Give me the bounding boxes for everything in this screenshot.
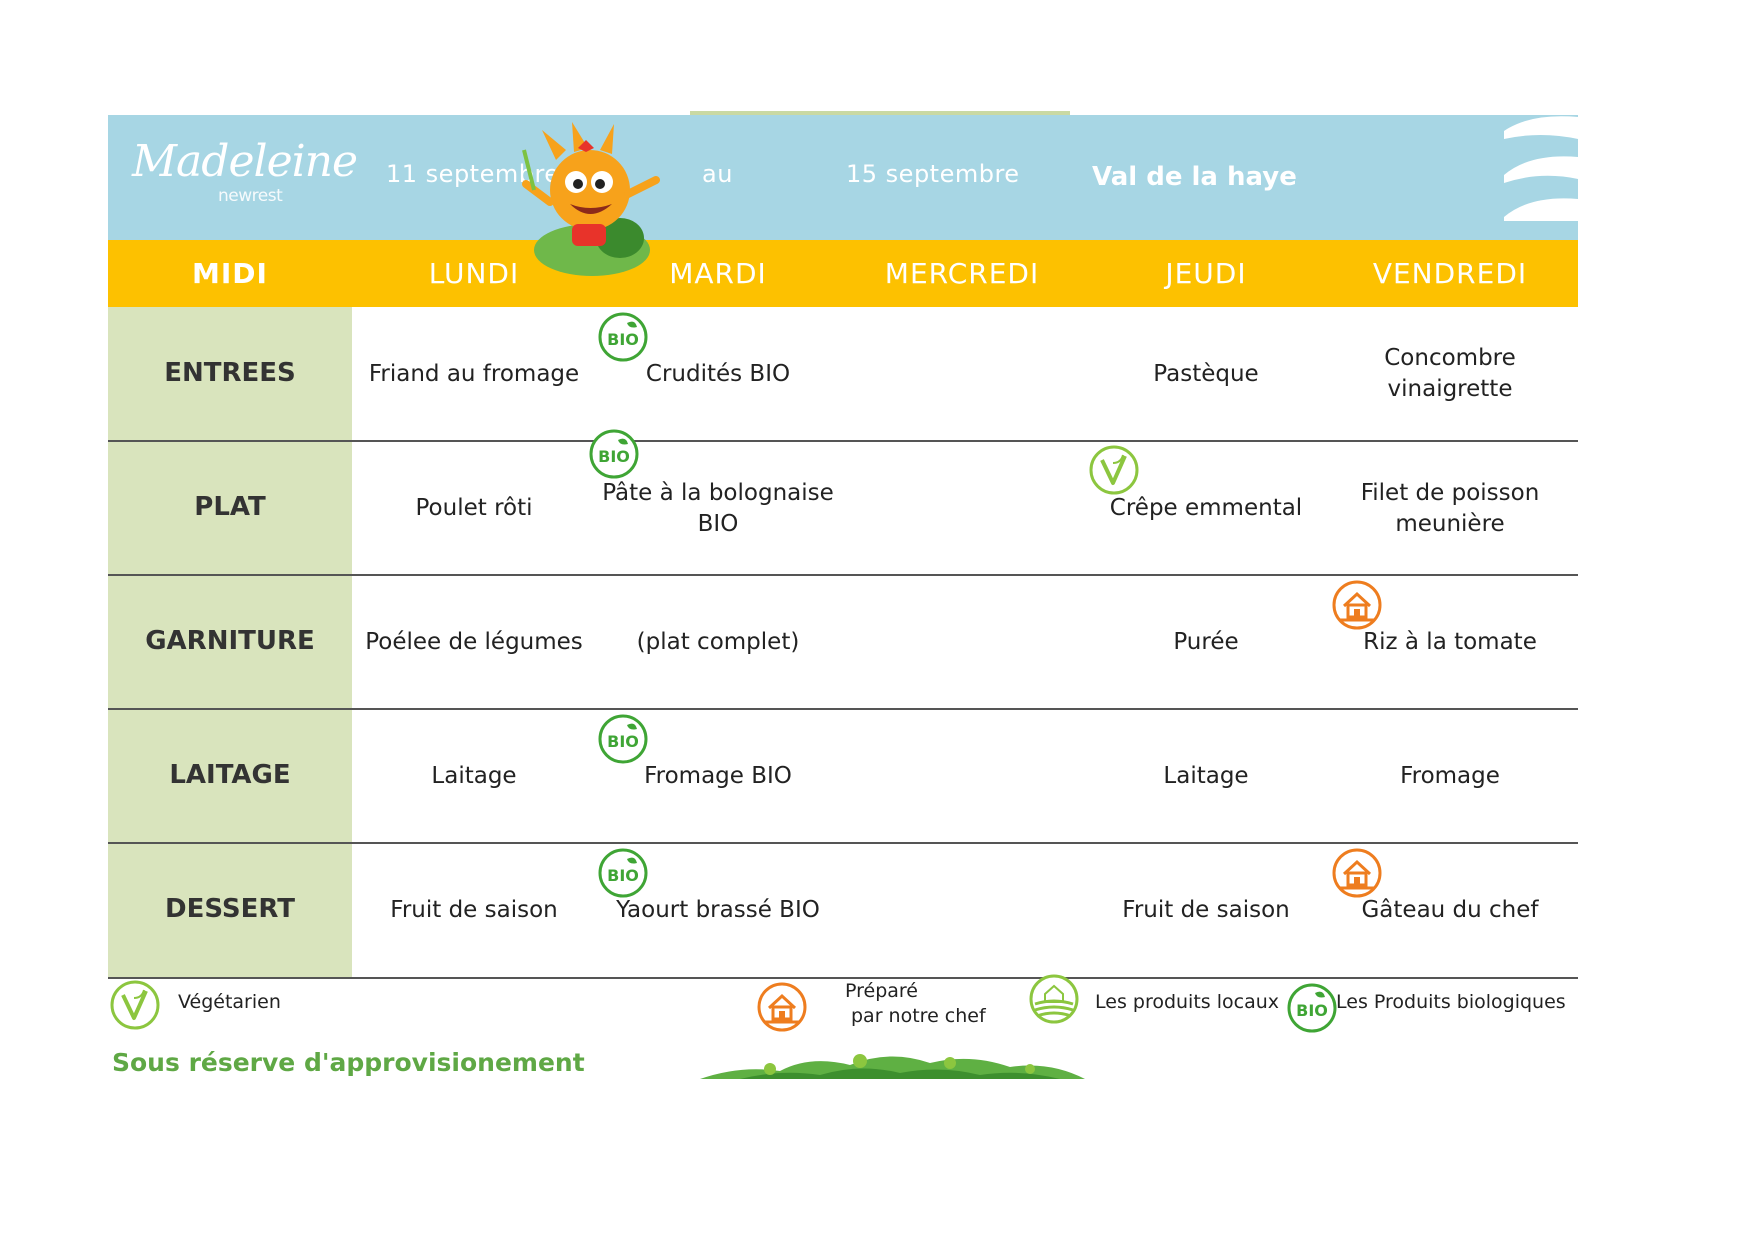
bio-icon: BIO	[589, 429, 639, 479]
menu-cell: Laitage	[1163, 763, 1249, 789]
bio-icon-label: BIO	[598, 447, 630, 466]
bio-icon: BIO	[598, 848, 648, 898]
legend-chef-line2: par notre chef	[851, 1005, 986, 1027]
menu-cell: Fruit de saison	[390, 897, 558, 923]
day-header-thursday: JEUDI	[1165, 257, 1247, 290]
row-label-laitage: LAITAGE	[169, 760, 291, 790]
row-divider	[108, 842, 1578, 844]
row-divider	[108, 977, 1578, 979]
bio-icon-label: BIO	[607, 732, 639, 751]
row-label-plat: PLAT	[194, 492, 266, 522]
row-label-dessert: DESSERT	[165, 894, 295, 924]
site-name: Val de la haye	[1092, 162, 1297, 192]
legend-chef-icon	[757, 982, 807, 1032]
row-label-garniture: GARNITURE	[145, 626, 315, 656]
bio-icon-label: BIO	[607, 866, 639, 885]
row-label-column	[108, 307, 352, 979]
bio-icon: BIO	[598, 714, 648, 764]
menu-cell: Poulet rôti	[415, 495, 533, 521]
menu-cell: Pastèque	[1153, 361, 1259, 387]
brand-logo: Madeleine	[132, 136, 358, 187]
corner-midi: MIDI	[192, 257, 268, 290]
menu-cell: Riz à la tomate	[1363, 629, 1537, 655]
bio-icon: BIO	[598, 312, 648, 362]
menu-cell: Crêpe emmental	[1109, 495, 1303, 521]
legend-vegetarian-icon	[110, 980, 160, 1030]
day-header-friday: VENDREDI	[1372, 257, 1528, 290]
day-header-tuesday: MARDI	[669, 257, 767, 290]
menu-cell: Gâteau du chef	[1361, 897, 1539, 923]
supply-disclaimer: Sous réserve d'approvisionement	[112, 1048, 585, 1077]
header-band	[108, 115, 1578, 240]
legend-organic-icon: BIO	[1287, 983, 1337, 1033]
menu-cell: (plat complet)	[636, 629, 800, 655]
mascot-illustration	[522, 122, 660, 276]
date-separator: au	[702, 160, 733, 188]
row-divider	[108, 574, 1578, 576]
vegetarian-icon	[1089, 445, 1139, 495]
row-divider	[108, 440, 1578, 442]
day-header-band	[108, 240, 1578, 307]
legend-chef-line1: Préparé	[845, 980, 918, 1002]
chef-house-icon	[1332, 580, 1382, 630]
menu-cell: Concombre vinaigrette	[1384, 345, 1516, 402]
legend-vegetarian-label: Végétarien	[178, 991, 281, 1013]
brand-logo-sub: newrest	[218, 186, 283, 206]
bio-icon-label: BIO	[607, 330, 639, 349]
row-divider	[108, 708, 1578, 710]
legend-local-products-label: Les produits locaux	[1095, 991, 1280, 1013]
menu-cell: Fromage BIO	[644, 763, 792, 789]
menu-cell: Pâte à la bolognaise BIO	[602, 480, 834, 537]
menu-cell: Poélee de légumes	[365, 629, 583, 655]
menu-cell: Yaourt brassé BIO	[616, 897, 820, 923]
row-label-entrees: ENTREES	[164, 358, 296, 388]
leaves-decoration	[700, 1054, 1085, 1079]
menu-cell: Fruit de saison	[1122, 897, 1290, 923]
day-header-monday: LUNDI	[428, 257, 520, 290]
menu-cell: Fromage	[1400, 763, 1500, 789]
bio-icon-label: BIO	[1296, 1001, 1328, 1020]
date-to: 15 septembre	[846, 160, 1020, 188]
menu-cell: Laitage	[431, 763, 517, 789]
legend-organic-label: Les Produits biologiques	[1336, 991, 1566, 1013]
legend-local-products-icon	[1029, 974, 1079, 1024]
wave-decoration	[1504, 116, 1578, 221]
day-header-wednesday: MERCREDI	[884, 257, 1040, 290]
chef-house-icon	[1332, 848, 1382, 898]
menu-cell: Filet de poisson meunière	[1360, 480, 1540, 537]
menu-cell: Friand au fromage	[368, 361, 580, 387]
menu-cell: Crudités BIO	[645, 361, 791, 387]
menu-cell: Purée	[1173, 629, 1239, 655]
leaf-stripe-top	[690, 111, 1070, 115]
